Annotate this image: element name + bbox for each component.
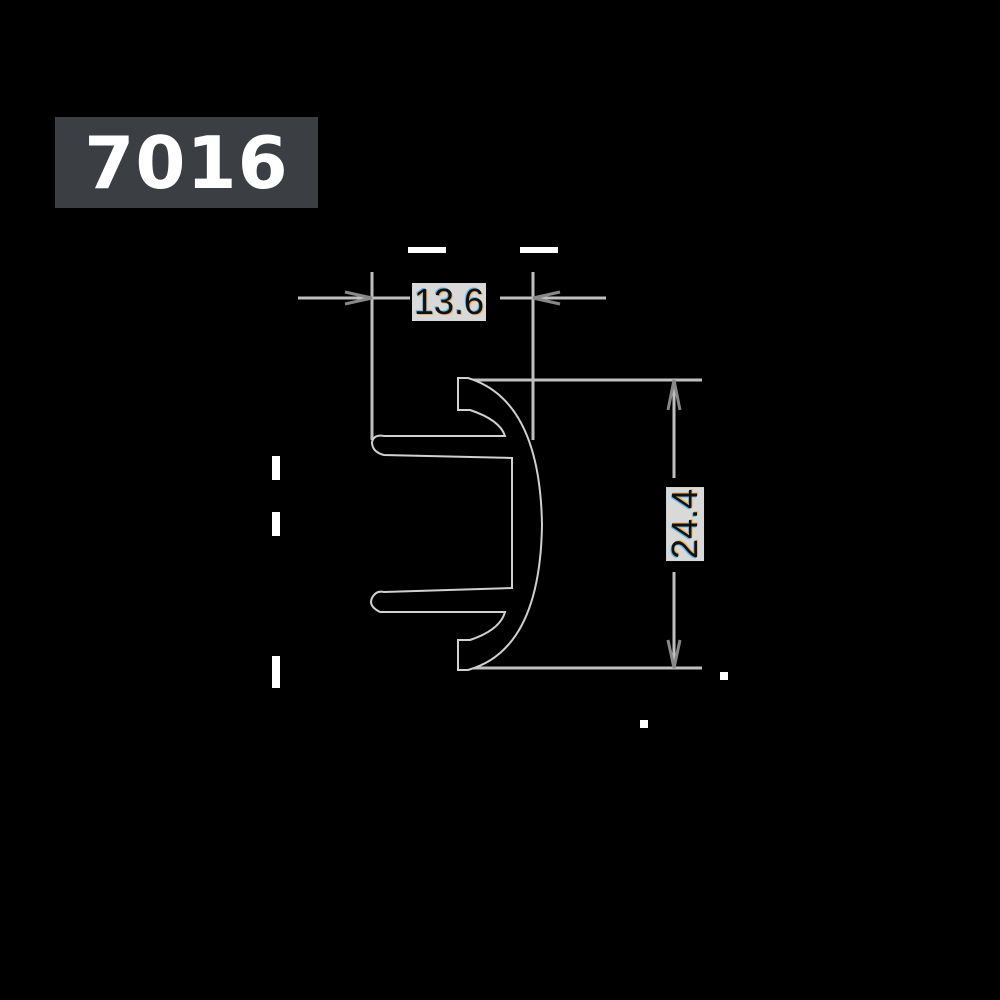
profile-shape xyxy=(370,377,544,671)
product-code: 7016 xyxy=(84,120,289,205)
width-dimension-line xyxy=(298,272,606,440)
height-dimension-label: 24.4 xyxy=(664,486,706,562)
height-dimension-line xyxy=(470,378,702,670)
width-dimension-label: 13.6 xyxy=(412,281,487,322)
tick-marks xyxy=(272,247,728,728)
product-code-badge: 7016 xyxy=(55,117,318,208)
